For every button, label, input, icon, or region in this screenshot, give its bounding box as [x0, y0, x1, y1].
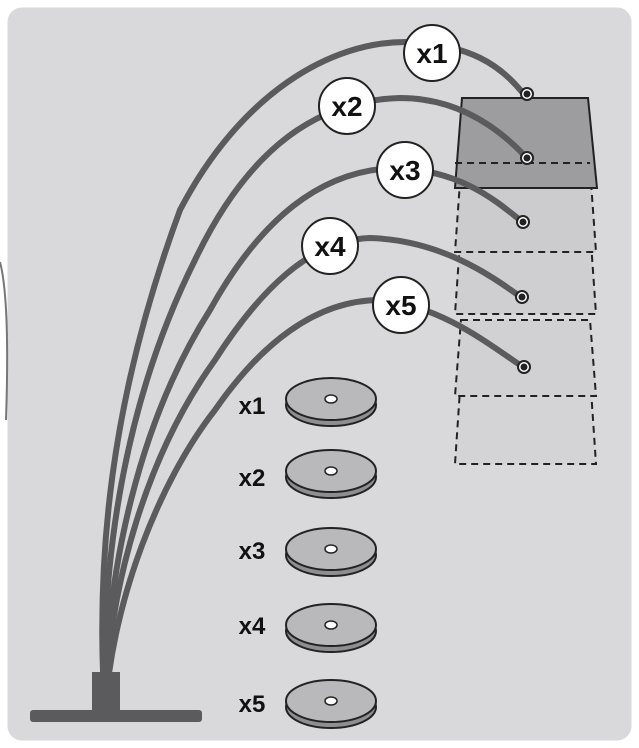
- rod-label-4: x4: [301, 217, 359, 275]
- edge-stub: [0, 261, 9, 421]
- rod-labels: x1 x2 x3 x4 x5: [301, 24, 461, 334]
- hook-ring-icon: [520, 151, 534, 165]
- weights: x1 x2 x3 x4: [239, 377, 377, 729]
- rod-label-2-text: x2: [331, 91, 362, 122]
- rod-bundle-base: [92, 672, 120, 714]
- rod-4: [102, 234, 521, 715]
- rod-label-1-text: x1: [416, 38, 447, 69]
- weight-label-4: x4: [239, 613, 266, 640]
- rod-label-3-text: x3: [389, 155, 420, 186]
- hook-ring-icon: [520, 87, 534, 101]
- weight-label-2: x2: [239, 465, 266, 492]
- rod-label-2: x2: [318, 77, 376, 135]
- base-plate: [30, 710, 202, 722]
- hook-ring-icon: [517, 360, 531, 374]
- rod-5: [102, 296, 523, 715]
- rod-label-3: x3: [376, 141, 434, 199]
- disc-weight-icon: [285, 449, 377, 499]
- rod-2: [101, 94, 527, 715]
- rod-3: [102, 164, 523, 715]
- rod-label-5-text: x5: [385, 290, 416, 321]
- rod-label-4-text: x4: [314, 231, 346, 262]
- weight-label-5: x5: [239, 691, 266, 718]
- disc-weight-icon: [285, 603, 377, 653]
- disc-weight-icon: [285, 679, 377, 729]
- weight-row-5: x5: [239, 679, 377, 729]
- solid-bucket: [453, 97, 599, 189]
- hooks: [515, 87, 534, 374]
- disc-weight-icon: [285, 527, 377, 577]
- weight-label-3: x3: [239, 538, 266, 565]
- weight-row-3: x3: [239, 527, 377, 577]
- weight-row-1: x1: [239, 377, 377, 427]
- ghost-bucket-4: [453, 319, 598, 397]
- rod-label-1: x1: [403, 24, 461, 82]
- weight-row-2: x2: [239, 449, 377, 499]
- hook-ring-icon: [516, 215, 530, 229]
- hook-ring-icon: [515, 290, 529, 304]
- ghost-buckets: [453, 167, 598, 465]
- weight-label-1: x1: [239, 393, 266, 420]
- weight-row-4: x4: [239, 603, 377, 653]
- rod-label-5: x5: [372, 276, 430, 334]
- disc-weight-icon: [285, 377, 377, 427]
